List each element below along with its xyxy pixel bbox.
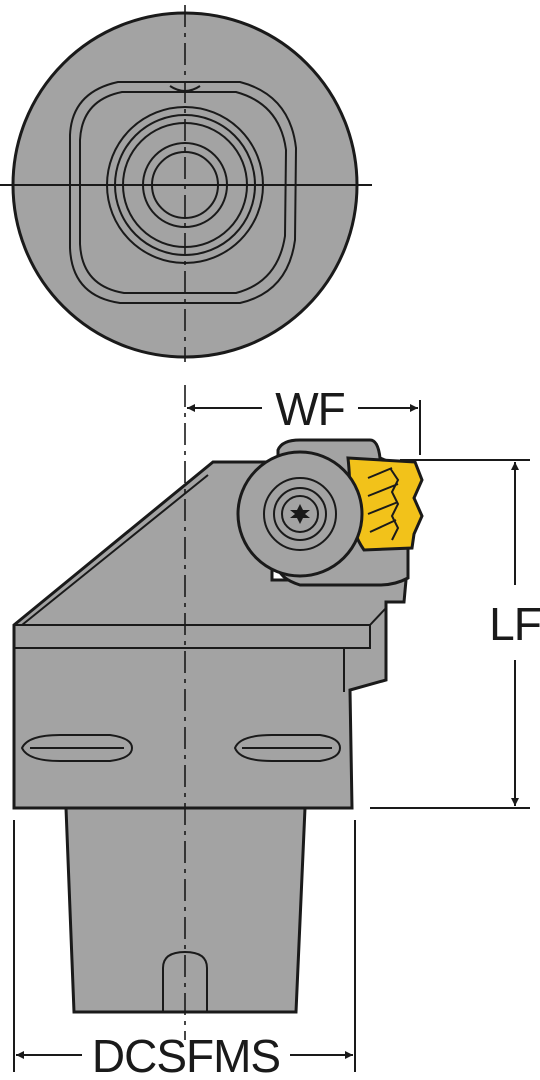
top-land <box>14 624 371 649</box>
polygon-profile-inner <box>79 91 288 294</box>
clamp-screw-ring-inner <box>273 487 327 541</box>
clamp-screw-ring <box>263 477 337 551</box>
end-view <box>0 5 372 362</box>
clamp-screw-head <box>281 495 319 533</box>
dcsfms-label: DCSFMS <box>92 1030 280 1080</box>
coolant-slot-left <box>20 734 134 762</box>
chamfer-edge <box>21 474 209 626</box>
dimension-dcsfms: DCSFMS <box>13 820 356 1080</box>
clamp-side-step <box>369 607 387 626</box>
lf-label: LF <box>489 598 540 650</box>
wf-label: WF <box>275 383 345 435</box>
polygon-profile <box>69 81 298 304</box>
shank-slot <box>162 950 208 1012</box>
insert-teeth <box>367 467 400 541</box>
dimension-lf: LF <box>370 459 540 809</box>
torx-socket-icon <box>290 504 310 524</box>
head-body <box>12 460 408 810</box>
coolant-slot-right <box>233 734 342 762</box>
side-view <box>12 385 424 1040</box>
dimension-wf: WF <box>187 383 421 455</box>
